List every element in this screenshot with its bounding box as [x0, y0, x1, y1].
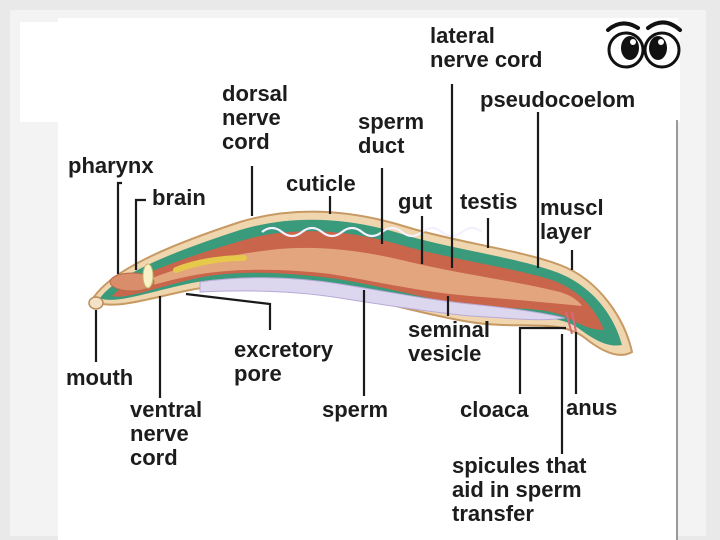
worm-mouth: [89, 297, 103, 309]
label-gut: gut: [398, 190, 432, 214]
label-dorsal-nerve-cord: dorsal nerve cord: [222, 82, 288, 154]
label-sperm: sperm: [322, 398, 388, 422]
googly-eyes-icon: [602, 20, 686, 70]
leader-excretory-pore: [186, 294, 270, 330]
label-testis: testis: [460, 190, 517, 214]
label-cuticle: cuticle: [286, 172, 356, 196]
label-brain: brain: [152, 186, 206, 210]
label-pseudocoelom: pseudocoelom: [480, 88, 635, 112]
label-mouth: mouth: [66, 366, 133, 390]
label-anus: anus: [566, 396, 617, 420]
label-cloaca: cloaca: [460, 398, 529, 422]
worm-brain-ring: [143, 264, 153, 288]
label-lateral-nerve-cord: lateral nerve cord: [430, 24, 543, 72]
label-muscl-layer: muscl layer: [540, 196, 604, 244]
label-seminal-vesicle: seminal vesicle: [408, 318, 490, 366]
label-excretory-pore: excretory pore: [234, 338, 333, 386]
leader-cloaca: [520, 328, 566, 394]
label-pharynx: pharynx: [68, 154, 154, 178]
label-ventral-nerve-cord: ventral nerve cord: [130, 398, 202, 470]
leader-pharynx: [118, 183, 122, 274]
label-sperm-duct: sperm duct: [358, 110, 424, 158]
label-spicules: spicules that aid in sperm transfer: [452, 454, 586, 526]
